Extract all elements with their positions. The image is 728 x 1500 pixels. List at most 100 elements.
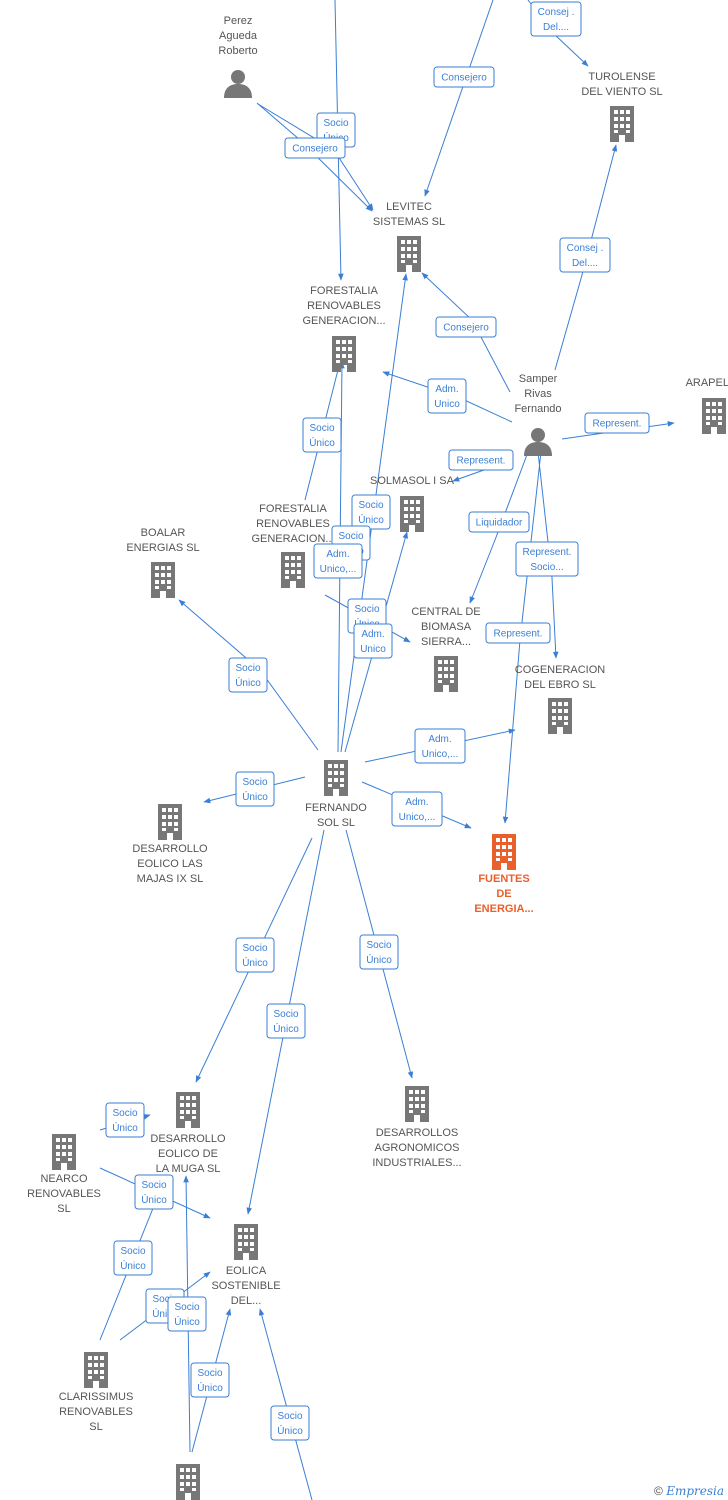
node-bottom_company[interactable] (176, 1464, 200, 1500)
node-solmasol[interactable]: SOLMASOL I SA (370, 475, 455, 532)
edge-label-represent_fuentes[interactable]: Represent. (485, 622, 551, 644)
node-label: SOSTENIBLE (211, 1280, 280, 1292)
edge-label-text: Consej . (567, 243, 604, 254)
edge-label-text: Unico,... (399, 812, 436, 823)
building-icon (492, 834, 516, 870)
node-label: Rivas (524, 388, 552, 400)
node-label: RENOVABLES (256, 518, 330, 530)
edge-label-text: Represent. (523, 547, 572, 558)
edge-label-text: Único (235, 676, 261, 689)
edge-label-text: Adm. (435, 384, 458, 395)
edge-label-consejero_samper[interactable]: Consejero (435, 316, 497, 338)
building-icon (52, 1134, 76, 1170)
edge-label-text: Socio (242, 943, 267, 954)
node-label: EOLICO LAS (137, 858, 202, 870)
edge-label-consej_top[interactable]: Consej .Del.... (530, 1, 582, 37)
node-label: DEL VIENTO SL (581, 86, 662, 98)
edge-label-text: Único (242, 790, 268, 803)
edge-label-represent_solmasol[interactable]: Represent. (448, 449, 514, 471)
edge-label-represent_arapelle[interactable]: Represent. (584, 412, 650, 434)
edge-label-text: Represent. (457, 456, 506, 467)
edge-label-consejero_perez[interactable]: Consejero (284, 137, 346, 159)
edge-label-text: Socio (152, 1294, 177, 1305)
edge-label-represent_socio[interactable]: Represent.Socio... (515, 541, 579, 577)
node-label: LA MUGA SL (156, 1163, 221, 1175)
node-arapelle[interactable]: ARAPELLE (686, 377, 728, 434)
node-forestalia1[interactable]: FORESTALIARENOVABLESGENERACION... (302, 285, 386, 372)
node-forestalia2[interactable]: FORESTALIARENOVABLESGENERACION... (251, 503, 335, 588)
edge-label-adm_samper[interactable]: Adm.Unico (427, 378, 467, 414)
node-label: MAJAS IX SL (137, 873, 204, 885)
edge-label-liquidador[interactable]: Liquidador (468, 511, 530, 533)
edge-label-text: Socio (174, 1302, 199, 1313)
node-label: ENERGIA... (474, 903, 533, 915)
edge-label-text: Socio (120, 1246, 145, 1257)
building-icon (548, 698, 572, 734)
edge-label-text: Único (242, 956, 268, 969)
node-label: Perez (224, 15, 253, 27)
edge-label-text: Socio (354, 604, 379, 615)
edge-label-text: Represent. (494, 629, 543, 640)
node-label: GENERACION... (302, 315, 385, 327)
edge-label-adm_cogeneracion[interactable]: Adm.Unico,... (414, 728, 466, 764)
building-icon (158, 804, 182, 840)
node-label: RENOVABLES (27, 1188, 101, 1200)
node-label: NEARCO (40, 1173, 88, 1185)
building-icon (324, 760, 348, 796)
node-label: EOLICO DE (158, 1148, 218, 1160)
edge-label-text: Socio (242, 777, 267, 788)
edge-label-text: Del.... (543, 22, 569, 33)
node-label: Agueda (219, 30, 258, 42)
edge-11 (469, 451, 529, 604)
node-label: DE (496, 888, 511, 900)
building-icon (405, 1086, 429, 1122)
node-label: CLARISSIMUS (59, 1391, 134, 1403)
building-icon (234, 1224, 258, 1260)
edge-6 (554, 144, 618, 371)
node-central[interactable]: CENTRAL DEBIOMASASIERRA... (411, 606, 481, 692)
edge-label-text: Adm. (326, 549, 349, 560)
edge-label-adm_fuentes[interactable]: Adm.Unico,... (391, 791, 443, 827)
node-label: LEVITEC (386, 201, 432, 213)
node-eolica[interactable]: EOLICASOSTENIBLEDEL... (211, 1224, 281, 1307)
node-label: ENERGIAS SL (126, 542, 199, 554)
node-fuentes[interactable]: FUENTESDEENERGIA... (474, 834, 534, 915)
building-icon (84, 1352, 108, 1388)
brand-name: Empresia (666, 1484, 724, 1498)
edge-label-consej_samper[interactable]: Consej .Del.... (559, 237, 611, 273)
building-icon (176, 1464, 200, 1500)
edge-label-consejero_levitec[interactable]: Consejero (433, 66, 495, 88)
node-desarrollos_agro[interactable]: DESARROLLOSAGRONOMICOSINDUSTRIALES... (372, 1086, 462, 1169)
edge-label-text: Consejero (441, 73, 487, 84)
edge-label-text: Socio (358, 500, 383, 511)
node-label: COGENERACION (515, 664, 606, 676)
edge-label-adm_central[interactable]: Adm.Unico (353, 623, 393, 659)
edge-label-adm_forestalia2[interactable]: Adm.Unico,... (313, 543, 363, 579)
edge-label-text: Socio (366, 940, 391, 951)
